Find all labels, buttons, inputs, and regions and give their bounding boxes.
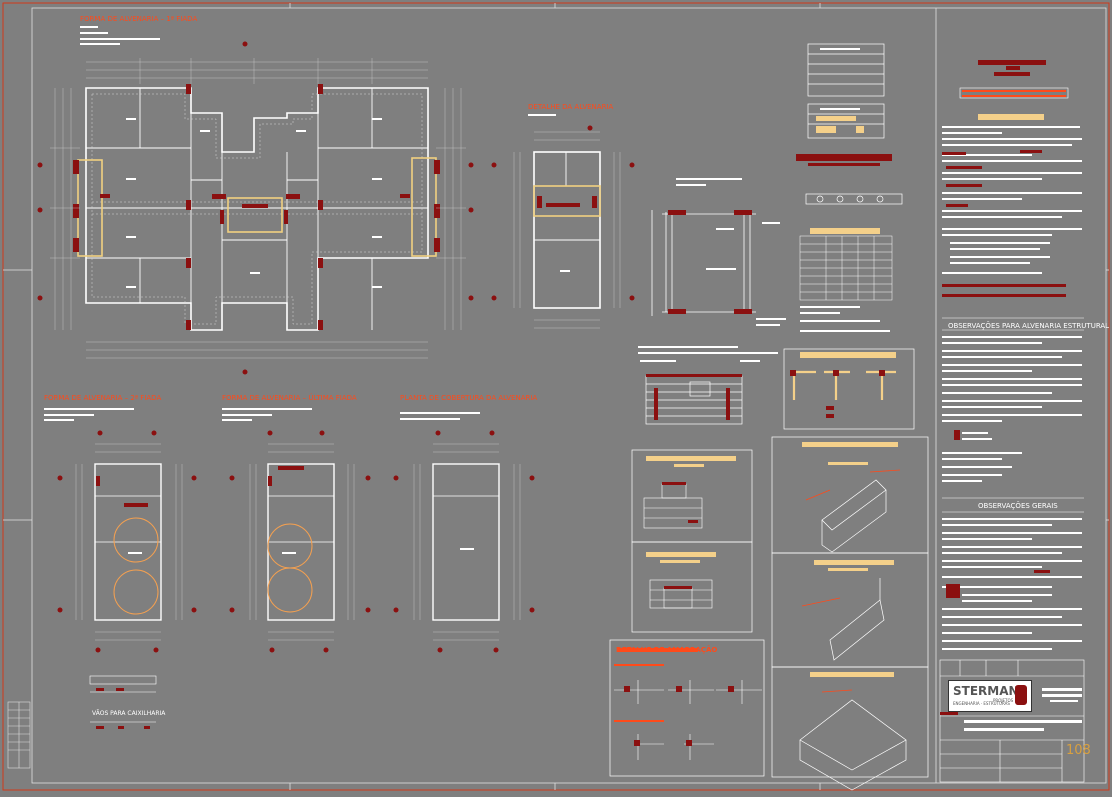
sheet-number: 108 [1066,743,1091,758]
plan-title-b1: FORMA DE ALVENARIA – 2ª FIADA [44,394,162,402]
notes-lines-top [942,126,1082,274]
inner-frame [31,7,1107,784]
plan-title-b3: PLANTA DE COBERTURA DA ALVENARIA [400,394,538,402]
company-sub2: ENGENHARIA · ESTRUTURAS [953,701,1010,706]
plan-title-main: FORMA DE ALVENARIA – 1ª FIADA [80,15,198,23]
notes-heading-alvenaria: OBSERVAÇÕES PARA ALVENARIA ESTRUTURAL [948,322,1110,330]
main-floor-plan [85,87,429,331]
bond-title: DETALHE DE AMARRAÇÃO [616,646,718,654]
company-sub1: PROJETOS [993,698,1014,703]
company-mark-icon [1015,685,1027,705]
notes-lines-mid [942,336,1082,482]
company-name: STERMAN [953,684,1019,698]
notes-heading-gerais: OBSERVAÇÕES GERAIS [978,502,1058,510]
plan-title-small: DETALHE DA ALVENARIA [528,103,614,111]
plan-title-b2: FORMA DE ALVENARIA – ÚLTIMA FIADA [222,394,357,402]
notes-lines-bottom [942,518,1082,650]
openings-legend-title: VÃOS PARA CAIXILHARIA [92,710,166,717]
company-logo: STERMAN PROJETOS ENGENHARIA · ESTRUTURAS [948,680,1032,712]
